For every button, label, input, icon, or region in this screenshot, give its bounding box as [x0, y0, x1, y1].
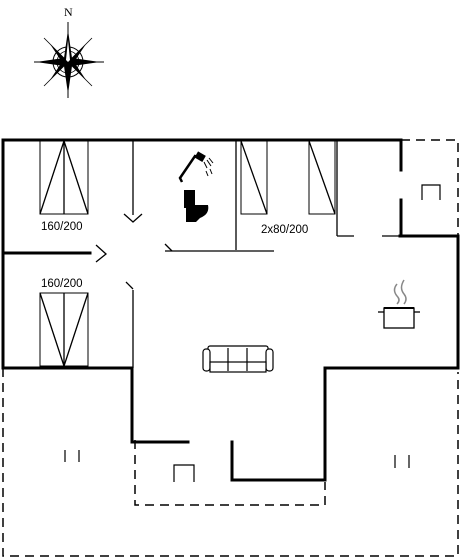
stove-pot-icon — [378, 279, 420, 329]
compass-rose-icon: N — [34, 5, 104, 98]
double-bed — [39, 292, 89, 367]
chair-icon — [64, 450, 80, 462]
chair-icon — [394, 455, 410, 468]
bed-size-label: 160/200 — [41, 221, 83, 233]
sofa-icon — [202, 345, 274, 373]
shower-icon — [178, 151, 214, 183]
doors — [95, 213, 173, 290]
walls — [1, 138, 460, 482]
single-bed — [308, 140, 336, 215]
partitions — [132, 140, 400, 368]
bed-size-label: 2x80/200 — [261, 224, 308, 236]
terrace-outlines — [2, 139, 459, 557]
chair-icon — [173, 464, 195, 482]
chair-icon — [421, 184, 441, 200]
toilet-icon — [184, 190, 209, 222]
bed-size-label: 160/200 — [41, 278, 83, 290]
double-bed — [39, 140, 89, 215]
single-bed — [240, 140, 268, 215]
compass-north-label: N — [64, 5, 73, 19]
